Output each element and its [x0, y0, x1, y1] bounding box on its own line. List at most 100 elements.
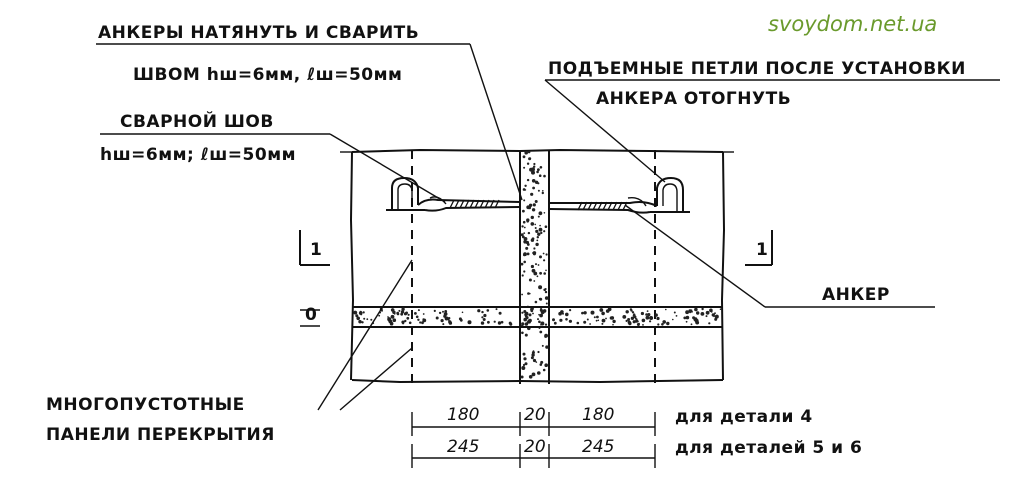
grout-dot	[593, 316, 596, 319]
grout-dot	[636, 320, 639, 323]
grout-dot	[448, 321, 453, 325]
grout-dot	[583, 320, 587, 324]
grout-dot	[625, 310, 629, 314]
grout-dot	[448, 317, 451, 320]
grout-dot	[422, 313, 425, 315]
grout-dot	[701, 307, 704, 311]
grout-dot	[523, 166, 526, 169]
grout-dot	[685, 320, 688, 323]
grout-dot	[633, 315, 637, 318]
grout-dot	[713, 315, 715, 318]
grout-dot	[524, 323, 528, 326]
grout-dot	[665, 308, 667, 311]
grout-dot	[531, 353, 535, 357]
grout-dot	[632, 320, 636, 324]
left-lifting-loop	[391, 176, 419, 210]
grout-dot	[487, 320, 490, 324]
grout-dot	[714, 312, 716, 315]
grout-dot	[530, 309, 534, 313]
grout-dot	[537, 232, 541, 236]
grout-dot	[596, 315, 599, 319]
grout-dot	[509, 322, 513, 326]
grout-dot	[553, 321, 557, 325]
grout-dot	[417, 318, 420, 321]
grout-dot	[540, 360, 544, 364]
grout-dot	[537, 264, 540, 266]
grout-dot	[543, 259, 546, 262]
grout-dot	[666, 321, 670, 326]
grout-dot	[404, 319, 407, 323]
grout-dot	[381, 309, 383, 312]
grout-dot	[539, 271, 542, 275]
grout-dot	[642, 324, 644, 326]
grout-dot	[526, 243, 530, 246]
grout-dot	[560, 310, 564, 314]
grout-dot	[628, 321, 632, 326]
section-mark-left: 1	[299, 230, 330, 266]
grout-dot	[612, 323, 614, 326]
grout-dot	[523, 260, 526, 264]
grout-dot	[661, 323, 664, 326]
grout-dot	[601, 322, 604, 325]
grout-dot	[646, 310, 649, 312]
panel-outline	[340, 148, 734, 384]
grout-dot	[531, 351, 535, 355]
grout-dot	[601, 318, 606, 323]
grout-dot	[495, 308, 498, 311]
grout-dot	[443, 314, 447, 318]
grout-dot	[542, 368, 546, 372]
grout-dot	[719, 308, 722, 311]
grout-dot	[390, 314, 395, 319]
grout-dot	[539, 255, 542, 259]
grout-dot	[541, 191, 544, 195]
grout-dot	[692, 316, 696, 320]
panel-top-edge	[351, 148, 724, 153]
dim-row1-a: 180	[447, 405, 479, 425]
weld-hatch-stroke	[587, 201, 593, 211]
grout-dot	[477, 309, 481, 313]
grout-dot	[520, 262, 524, 266]
grout-dot	[609, 316, 613, 320]
grout-dot	[521, 331, 524, 335]
grout-dot	[417, 309, 420, 312]
grout-dot	[622, 315, 627, 319]
leader-panels-2	[339, 347, 413, 411]
grout-dot	[537, 371, 541, 375]
grout-dot	[545, 253, 548, 256]
grout-dot	[481, 316, 484, 319]
grout-dot	[530, 222, 535, 226]
grout-dot	[530, 192, 534, 196]
grout-dot	[527, 150, 531, 154]
grout-dot	[405, 311, 408, 315]
dim-row2-b: 245	[582, 437, 614, 457]
label-panels-line2: ПАНЕЛИ ПЕРЕКРЫТИЯ	[46, 425, 275, 445]
grout-dot	[523, 199, 526, 202]
grout-dot	[521, 235, 525, 239]
weld-hatch-stroke	[582, 201, 588, 211]
grout-dot	[523, 232, 526, 235]
grout-dot	[647, 313, 651, 317]
grout-dot	[532, 186, 535, 190]
grout-dot	[589, 323, 591, 325]
grout-dot	[535, 242, 539, 247]
grout-dot	[538, 227, 543, 232]
right-anchor-bend	[627, 196, 647, 207]
grout-dot	[526, 162, 530, 165]
grout-dot	[378, 314, 381, 317]
axis-mark-label: 0	[305, 305, 317, 325]
label-anchors-weld-line2: ШВОМ hш=6мм, ℓш=50мм	[133, 65, 402, 85]
grout-dot	[537, 168, 540, 172]
grout-dot	[576, 321, 580, 325]
dim-row2-a: 245	[447, 437, 479, 457]
anchor-assembly	[386, 176, 690, 214]
grout-dot	[601, 311, 605, 316]
grout-dot	[690, 323, 693, 326]
grout-dot	[625, 319, 628, 322]
grout-dot	[415, 315, 419, 319]
horizontal-joint-grout-dots	[353, 307, 722, 326]
grout-dot	[532, 203, 536, 207]
grout-dot	[407, 313, 410, 316]
grout-dot	[444, 310, 448, 313]
grout-dot	[705, 310, 710, 315]
